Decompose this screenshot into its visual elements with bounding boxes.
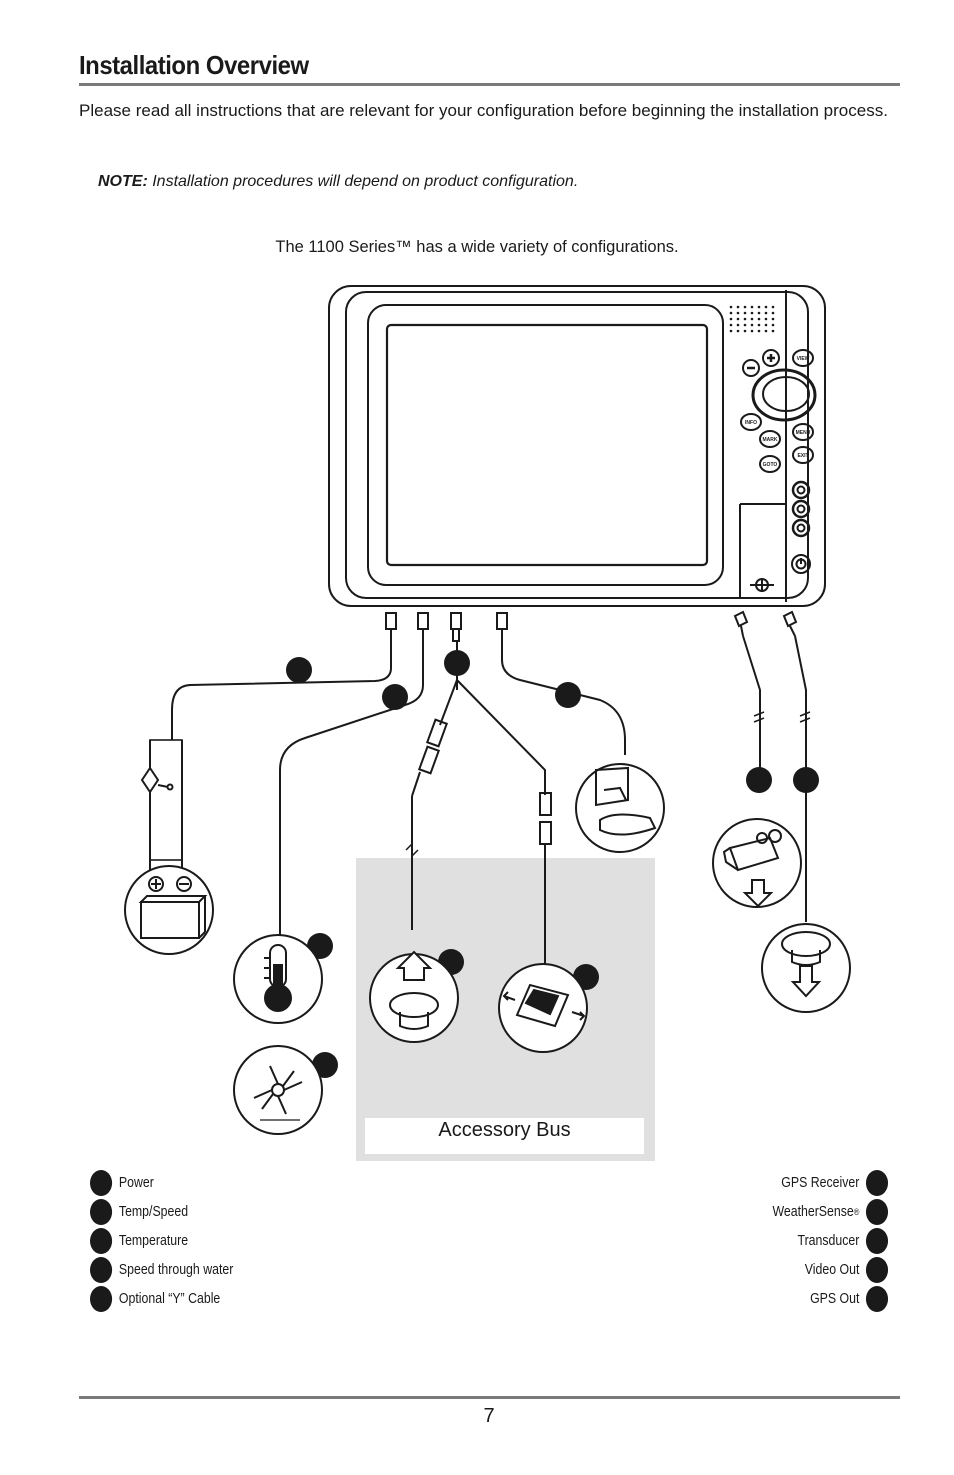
legend-dot [90, 1285, 113, 1312]
legend-label: WeatherSense [772, 1203, 854, 1220]
legend-dot [865, 1198, 888, 1225]
page-title: Installation Overview [79, 50, 309, 80]
legend-left: Power Temp/Speed Temperature Speed throu… [90, 1168, 259, 1313]
legend-label: GPS Receiver [781, 1174, 860, 1191]
legend-label: Temp/Speed [118, 1203, 189, 1220]
legend-label: Speed through water [118, 1261, 234, 1278]
gps-out-icon [761, 923, 851, 1013]
legend-item: Temp/Speed [90, 1197, 233, 1226]
legend-label: Power [118, 1174, 154, 1191]
accessory-bus-label: Accessory Bus [365, 1118, 644, 1154]
menu-button[interactable] [792, 423, 814, 441]
exit-button[interactable] [792, 446, 814, 464]
page-number: 7 [483, 1405, 495, 1427]
paddlewheel-icon [233, 1045, 323, 1135]
legend-item: Temperature [90, 1226, 233, 1255]
display-unit: VIEW INFO MARK MENU EXIT GOTO [328, 285, 826, 607]
diagram-caption: The 1100 Series™ has a wide variety of c… [275, 238, 679, 256]
transducer-icon [575, 763, 665, 853]
legend-right: GPS Receiver WeatherSense® Transducer Vi… [752, 1168, 888, 1313]
title-rule [79, 83, 900, 86]
video-out-icon [712, 818, 802, 908]
soft-key-3[interactable] [791, 518, 811, 538]
speaker-grille [729, 305, 775, 333]
cursor-pad[interactable] [751, 368, 817, 422]
note-text: Installation procedures will depend on p… [147, 173, 579, 190]
legend-dot [90, 1227, 113, 1254]
plus-button[interactable] [762, 349, 780, 367]
legend-label: Transducer [797, 1232, 860, 1249]
footer-rule [79, 1396, 900, 1399]
legend-item: Speed through water [90, 1255, 233, 1284]
legend-item: WeatherSense® [772, 1197, 888, 1226]
view-button-label: VIEW [797, 356, 810, 362]
gps-receiver-icon [369, 950, 459, 1043]
minus-button[interactable] [742, 359, 760, 377]
thermometer-icon [233, 934, 323, 1024]
info-button-label: INFO [745, 420, 757, 426]
note: NOTE: Installation procedures will depen… [98, 173, 578, 191]
goto-button-label: GOTO [763, 462, 778, 468]
power-button[interactable] [791, 554, 811, 574]
legend-label: GPS Out [809, 1290, 860, 1307]
legend-dot [865, 1285, 888, 1312]
note-label: NOTE: [98, 173, 148, 190]
mark-button[interactable] [759, 430, 781, 448]
goto-button[interactable] [759, 455, 781, 473]
info-button[interactable] [740, 413, 762, 431]
legend-item: GPS Out [772, 1284, 888, 1313]
battery-icon [124, 865, 214, 955]
soft-key-1[interactable] [791, 480, 811, 500]
legend-dot [90, 1169, 113, 1196]
legend-dot [865, 1256, 888, 1283]
legend-item: GPS Receiver [772, 1168, 888, 1197]
exit-button-label: EXIT [797, 453, 808, 459]
legend-dot [90, 1198, 113, 1225]
intro-paragraph: Please read all instructions that are re… [79, 101, 888, 120]
mark-button-label: MARK [763, 437, 778, 443]
legend-dot [90, 1256, 113, 1283]
marker-dots [286, 650, 819, 1078]
legend-item: Optional “Y” Cable [90, 1284, 233, 1313]
legend-dot [865, 1169, 888, 1196]
unit-connectors [385, 610, 798, 644]
menu-button-label: MENU [796, 430, 811, 436]
legend-item: Power [90, 1168, 233, 1197]
legend-label: Video Out [804, 1261, 860, 1278]
legend-label: Optional “Y” Cable [118, 1290, 221, 1307]
soft-key-2[interactable] [791, 499, 811, 519]
weathersense-icon [498, 963, 588, 1053]
legend-label: Temperature [118, 1232, 189, 1249]
legend-item: Video Out [772, 1255, 888, 1284]
legend-item: Transducer [772, 1226, 888, 1255]
registered-mark: ® [853, 1206, 860, 1217]
legend-dot [865, 1227, 888, 1254]
view-button[interactable] [792, 349, 814, 367]
